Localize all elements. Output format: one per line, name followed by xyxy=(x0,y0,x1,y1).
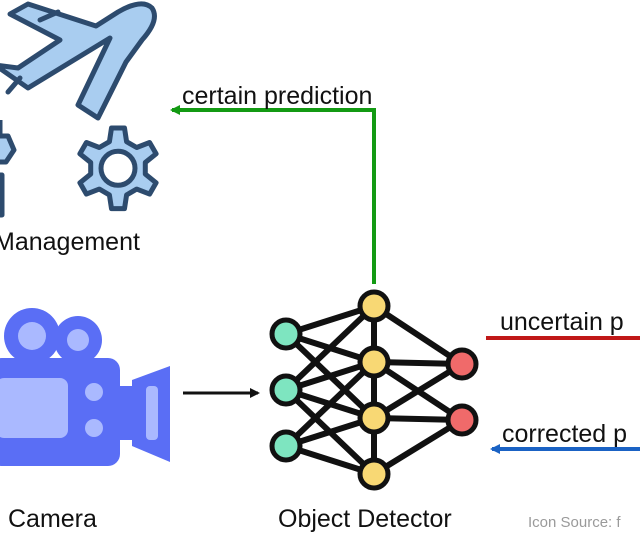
certain-prediction-label: certain prediction xyxy=(182,82,372,110)
nn-input-node xyxy=(269,373,303,407)
nn-hidden-node xyxy=(357,401,391,435)
camera-label: Camera xyxy=(8,505,97,533)
icon-source-label: Icon Source: f xyxy=(528,514,621,531)
nn-input-node xyxy=(269,317,303,351)
nn-output-node xyxy=(445,403,479,437)
nn-output-node xyxy=(445,347,479,381)
certain-prediction-arrow xyxy=(170,105,376,284)
gear-icon xyxy=(77,125,159,212)
object-detector-label: Object Detector xyxy=(278,505,452,533)
management-label: Management xyxy=(0,228,140,256)
nn-input-node xyxy=(269,429,303,463)
uncertain-prediction-label: uncertain p xyxy=(500,308,624,336)
corrected-prediction-label: corrected p xyxy=(502,420,627,448)
tool-icon xyxy=(0,120,17,218)
nn-hidden-node xyxy=(357,457,391,491)
airplane-icon xyxy=(0,1,157,121)
nn-hidden-node xyxy=(357,289,391,323)
video-camera-icon xyxy=(0,308,170,466)
nn-hidden-node xyxy=(357,345,391,379)
neural-network-icon xyxy=(269,289,479,491)
